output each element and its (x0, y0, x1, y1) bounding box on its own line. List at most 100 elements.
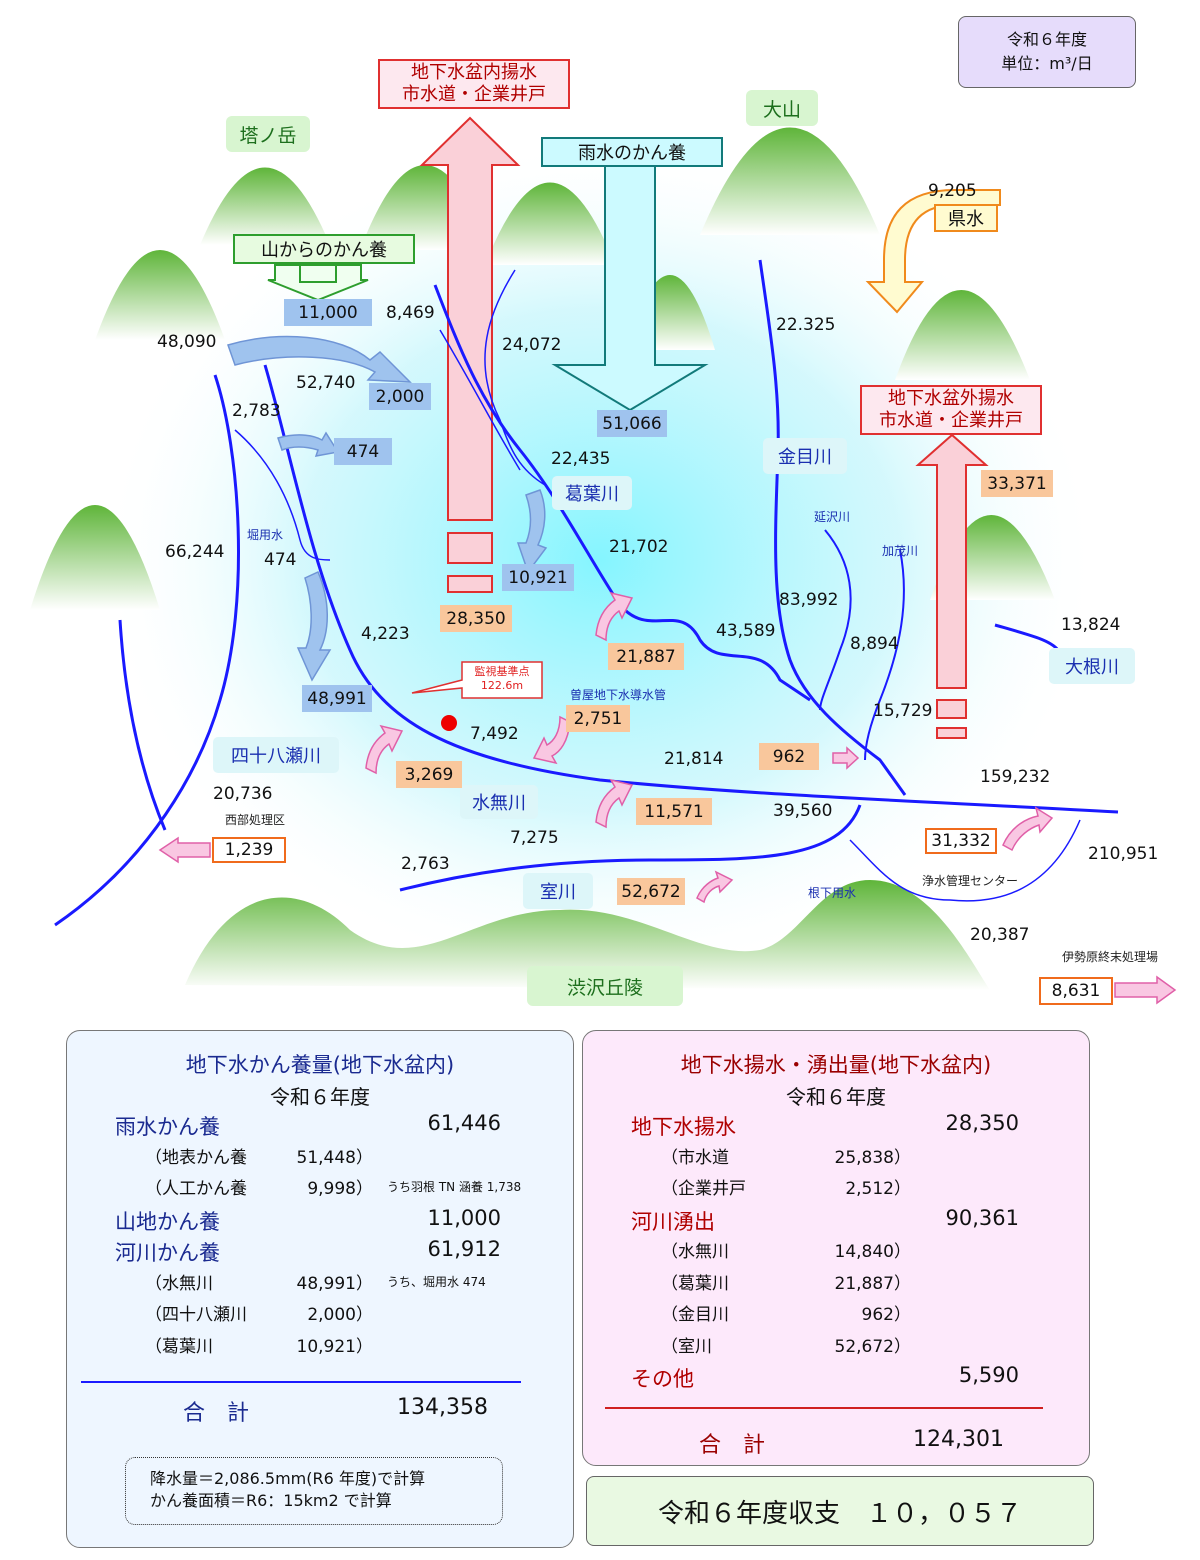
summary-row-label: 雨水かん養 (115, 1115, 220, 1139)
summary-row-value: 11,000 (427, 1205, 501, 1230)
outflow-total-label: 合 計 (699, 1433, 766, 1458)
mountain-3 (485, 182, 615, 265)
summary-row-label: 河川湧出 (631, 1209, 715, 1234)
value-66244: 66,244 (165, 542, 225, 562)
recharge-arrow-474 (277, 431, 340, 457)
value-2000: 2,000 (369, 383, 431, 410)
value-8469: 8,469 (386, 303, 435, 323)
outflow-arrow-1 (595, 591, 634, 642)
summary-row-value: 90,361 (945, 1205, 1019, 1230)
river-muro (399, 804, 862, 892)
summary-row-label: （葛葉川 (145, 1336, 213, 1357)
summary-row-label: （地表かん養 (145, 1147, 247, 1168)
mountain-recharge-label: 山からのかん養 (233, 234, 415, 264)
river-kuzuha-branch (484, 269, 546, 486)
summary-row-note: うち羽根 TN 涵養 1,738 (387, 1180, 522, 1194)
river-enzawa (819, 529, 852, 711)
value-83992: 83,992 (779, 590, 839, 610)
label-kuzuha-river: 葛葉川 (552, 476, 632, 510)
summary-row-label: （企業井戸 (661, 1179, 746, 1199)
value-39560: 39,560 (773, 801, 833, 821)
summary-row-value: 21,887） (834, 1273, 911, 1294)
summary-row-value: 48,991） (296, 1273, 373, 1294)
mountain-recharge-arrow-body (299, 262, 337, 283)
mountain-7 (30, 505, 160, 610)
river-one (994, 623, 1060, 652)
recharge-note-2: かん養面積＝R6：15km2 で計算 (150, 1491, 392, 1511)
outflow-arrow-8631 (1114, 975, 1177, 1005)
monitor-point (441, 715, 457, 731)
outflow-arrow-4 (595, 778, 634, 829)
map-graphics (30, 116, 1177, 1005)
value-24072: 24,072 (502, 335, 562, 355)
outflow-total-line (605, 1407, 1043, 1409)
summary-row-label: （室川 (661, 1336, 712, 1357)
summary-row-label: （水無川 (145, 1273, 213, 1294)
label-tonodake: 塔ノ岳 (226, 116, 310, 152)
value-51066: 51,066 (597, 410, 667, 437)
outflow-arrow-6 (1002, 806, 1054, 852)
value-33371: 33,371 (981, 470, 1053, 497)
rain-recharge-arrow (551, 165, 709, 412)
outflow-title: 地下水揚水・湧出量(地下水盆内) (680, 1053, 992, 1077)
recharge-arrow-minashi (296, 570, 332, 682)
summary-row-note: うち、堀用水 474 (387, 1274, 486, 1289)
value-8631: 8,631 (1039, 977, 1113, 1005)
outflow-arrow-3 (532, 715, 571, 765)
label-neshita: 根下用水 (808, 886, 857, 900)
value-48991: 48,991 (302, 685, 372, 712)
summary-row-value: 28,350 (945, 1111, 1019, 1135)
summary-row-value: 2,512） (845, 1179, 911, 1199)
mountain-1 (95, 250, 225, 340)
summary-row-value: 52,672） (834, 1336, 911, 1357)
value-15729: 15,729 (873, 701, 933, 721)
pumping-out-line2: 市水道・企業井戸 (879, 410, 1023, 431)
summary-row-value: 25,838） (834, 1147, 911, 1168)
label-horiyo: 堀用水 (247, 528, 284, 542)
prefectural-water-label: 県水 (934, 204, 998, 232)
pumping-out-line1: 地下水盆外揚水 (888, 387, 1014, 409)
river-kuzuha-branch2 (439, 329, 521, 471)
value-21702: 21,702 (609, 537, 669, 557)
river-neshita (849, 819, 1081, 902)
value-13824: 13,824 (1061, 615, 1121, 635)
recharge-title: 地下水かん養量(地下水盆内) (185, 1053, 455, 1077)
recharge-note-box: 降水量＝2,086.5mm(R6 年度)で計算 かん養面積＝R6：15km2 で… (125, 1457, 503, 1525)
value-474b: 474 (264, 550, 297, 570)
pumping-in-arrow (419, 116, 521, 521)
river-west (54, 374, 240, 927)
value-9205: 9,205 (928, 181, 977, 201)
summary-row-label: （金目川 (661, 1305, 729, 1325)
outflow-arrow-1239 (158, 836, 211, 864)
value-52740: 52,740 (296, 373, 356, 393)
value-28350: 28,350 (440, 605, 512, 632)
monitor-callout (411, 661, 543, 699)
unit-legend: 令和６年度 単位：m³/日 (958, 16, 1136, 88)
value-2763: 2,763 (401, 854, 450, 874)
value-2751: 2,751 (566, 705, 630, 732)
pumping-in-line2: 市水道・企業井戸 (402, 84, 546, 105)
value-7275: 7,275 (510, 828, 559, 848)
label-kaname-river: 金目川 (763, 438, 847, 474)
summary-row-label: その他 (631, 1367, 694, 1391)
summary-row-value: 61,912 (427, 1237, 501, 1261)
legend-unit: 単位：m³/日 (1001, 54, 1093, 73)
pumping-in-bar-1 (447, 532, 493, 564)
recharge-note-1: 降水量＝2,086.5mm(R6 年度)で計算 (150, 1469, 426, 1488)
value-159232: 159,232 (980, 767, 1051, 787)
value-52672: 52,672 (617, 878, 685, 905)
monitor-name: 監視基準点 (474, 665, 530, 678)
river-kamo (864, 549, 905, 761)
outflow-arrow-962 (832, 746, 860, 770)
pumping-out-arrow (915, 433, 989, 689)
summary-row-label: （四十八瀬川 (145, 1305, 247, 1325)
summary-row-value: 2,000） (307, 1305, 373, 1325)
summary-row-value: 51,448） (296, 1147, 373, 1168)
summary-row-label: 地下水揚水 (631, 1115, 736, 1139)
recharge-year: 令和６年度 (270, 1085, 370, 1109)
river-yosohachise-upper (234, 429, 331, 561)
recharge-arrow-kuzuha (516, 489, 548, 574)
value-21887: 21,887 (608, 643, 684, 670)
label-oyama: 大山 (746, 90, 818, 126)
summary-row-label: （葛葉川 (661, 1273, 729, 1294)
